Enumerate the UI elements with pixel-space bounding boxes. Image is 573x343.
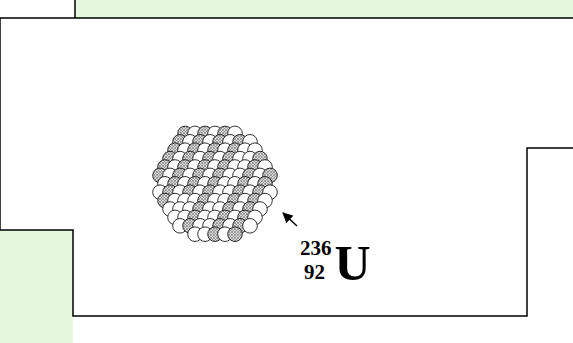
background-panel [0,230,73,343]
panel-border [74,0,76,18]
neutron [243,219,258,234]
background-panel [75,0,573,18]
proton [228,227,243,242]
nucleus [153,126,278,241]
element-symbol: U [335,238,371,288]
atomic-number: 92 [304,262,325,283]
leader-arrow [283,213,297,226]
mass-number: 236 [300,238,332,259]
panel-border [0,18,573,316]
